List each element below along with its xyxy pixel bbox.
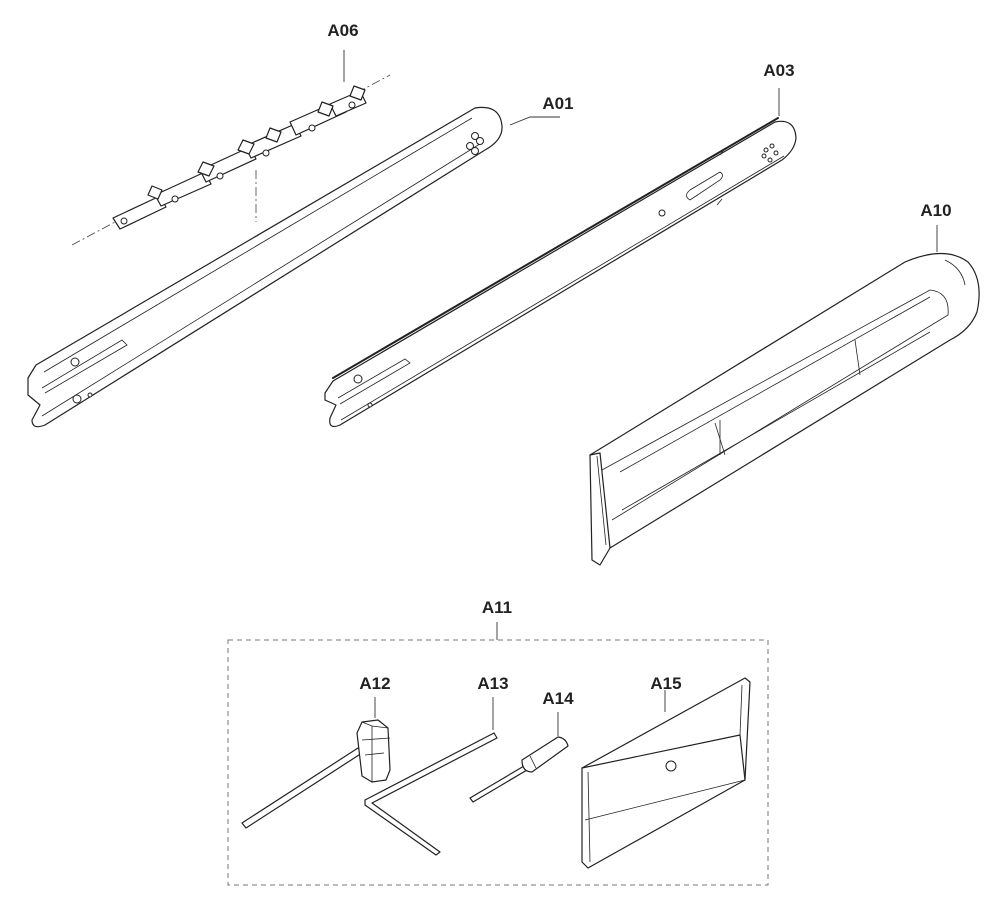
part-a01-guide-bar[interactable]: A01 [27,94,574,428]
tool-kit-frame [227,639,769,886]
callout-a12: A12 [359,674,390,693]
callout-a03: A03 [763,61,794,80]
callout-a14: A14 [542,689,574,708]
part-a15-manual-pouch[interactable]: A15 [581,674,751,869]
part-a06-chain[interactable]: A06 [71,21,391,246]
callout-a10: A10 [920,201,951,220]
callout-a11: A11 [482,598,512,617]
part-a12-spark-plug-wrench[interactable]: A12 [241,674,391,829]
callout-a01: A01 [542,94,573,113]
part-a14-screwdriver[interactable]: A14 [469,689,574,803]
part-a03-guide-bar[interactable]: A03 [324,61,797,428]
callout-a06: A06 [327,21,358,40]
callout-a13: A13 [477,674,508,693]
callout-a15: A15 [650,674,681,693]
chain-links [112,85,367,230]
part-a11-tool-kit[interactable]: A11 A12 A13 A14 [227,598,769,886]
part-a10-bar-cover[interactable]: A10 [589,201,980,566]
part-a13-hex-key[interactable]: A13 [364,674,509,856]
